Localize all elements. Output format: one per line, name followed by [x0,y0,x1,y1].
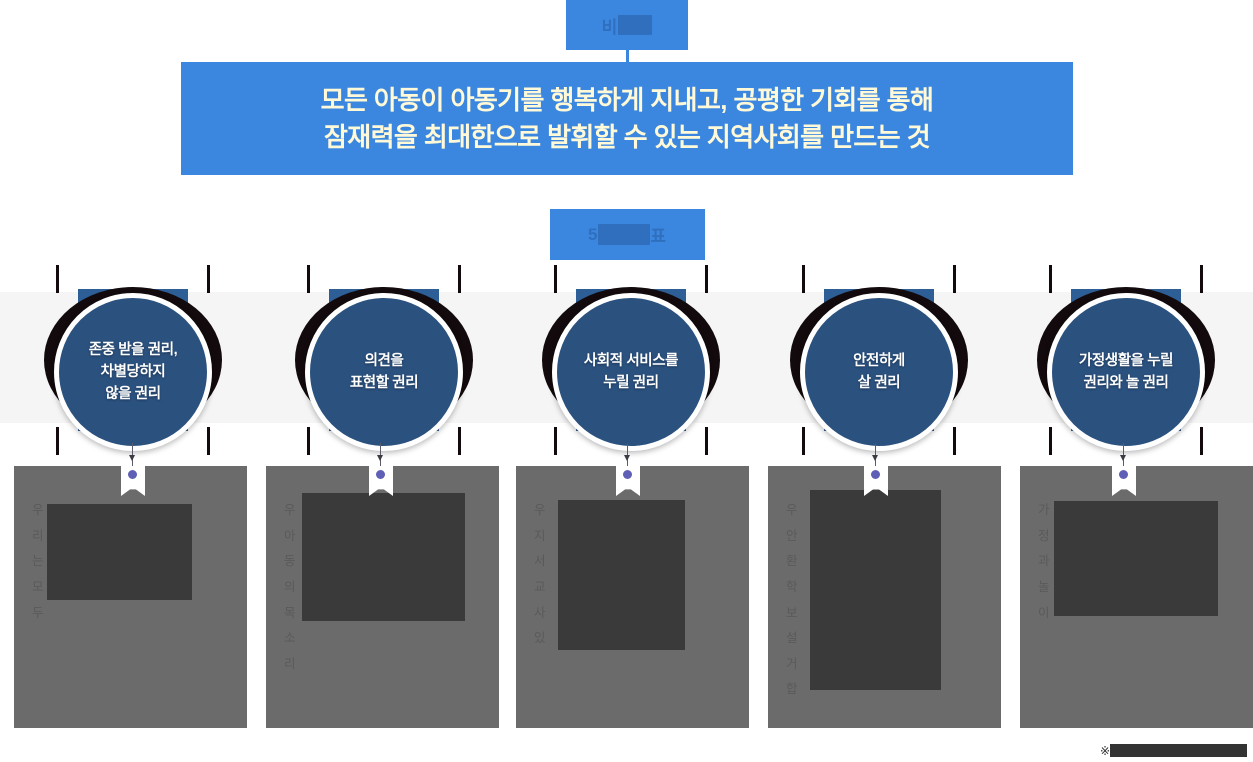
goals-tag-prefix: 5 [587,224,599,244]
goals-tag-suffix: 표 [650,227,668,246]
tick-mark-right [953,265,956,293]
tick-mark-bottom-right [1200,427,1203,455]
pin-dot-icon [376,470,385,479]
goal-circle-1[interactable]: 존중 받을 권리, 차별당하지 않을 권리 [54,293,212,451]
tick-mark-bottom-left [802,427,805,455]
detail-redaction-3 [558,500,685,650]
connector-arrow-3 [624,455,630,461]
connector-arrow-1 [129,455,135,461]
goal-group-3[interactable]: 사회적 서비스를 누릴 권리 [515,265,747,455]
tick-mark-right [458,265,461,293]
tick-mark-right [207,265,210,293]
goal-circle-label: 존중 받을 권리, 차별당하지 않을 권리 [88,341,178,403]
connector-arrow-2 [377,455,383,461]
connector-arrow-5 [1120,455,1126,461]
detail-box-1[interactable]: 우 리 는 모 두 [14,466,247,728]
goals-tag: 5대목표 [550,209,705,260]
tick-mark-bottom-left [307,427,310,455]
detail-redaction-5 [1054,501,1218,616]
detail-text-4: 우 안 환 학 보 설 거 합 [786,503,798,697]
pin-dot-icon [871,470,880,479]
tick-mark-bottom-right [207,427,210,455]
tick-mark-bottom-left [56,427,59,455]
pin-marker-1 [121,466,145,496]
tick-mark-bottom-right [705,427,708,455]
goal-group-4[interactable]: 안전하게 살 권리 [763,265,995,455]
tick-mark-right [1200,265,1203,293]
detail-box-2[interactable]: 우 아 동 의 목 소 리 [266,466,499,728]
goal-circle-5[interactable]: 가정생활을 누릴 권리와 놀 권리 [1047,293,1205,451]
detail-text-2: 우 아 동 의 목 소 리 [284,503,296,671]
detail-text-3: 우 지 서 교 사 있 [534,503,546,646]
goal-circle-label: 사회적 서비스를 누릴 권리 [583,352,679,391]
detail-text-1: 우 리 는 모 두 [32,503,44,620]
vision-banner-line-2: 잠재력을 최대한으로 발휘할 수 있는 지역사회를 만드는 것 [323,121,931,152]
detail-box-3[interactable]: 우 지 서 교 사 있 [516,466,749,728]
vision-banner: 모든 아동이 아동기를 행복하게 지내고, 공평한 기회를 통해 잠재력을 최대… [181,62,1073,175]
pin-dot-icon [1119,470,1128,479]
tick-mark-left [307,265,310,293]
vision-tag-prefix: 비 [601,17,619,37]
vision-tag: 비전 [566,0,688,50]
footnote-redaction: 출처 및 세부 내용은 본문 참조 [1109,744,1247,757]
vision-connector-line [626,50,629,63]
footnote-marker: ※ [1100,744,1110,758]
footnote: ※출처 및 세부 내용은 본문 참조 [1100,744,1247,758]
tick-mark-left [802,265,805,293]
goal-group-5[interactable]: 가정생활을 누릴 권리와 놀 권리 [1010,265,1242,455]
connector-arrow-4 [872,455,878,461]
tick-mark-left [554,265,557,293]
tick-mark-bottom-right [953,427,956,455]
goal-circle-4[interactable]: 안전하게 살 권리 [800,293,958,451]
detail-redaction-1 [47,504,192,600]
goal-circle-label: 가정생활을 누릴 권리와 놀 권리 [1078,352,1174,391]
goal-circle-label: 의견을 표현할 권리 [349,352,419,391]
pin-dot-icon [623,470,632,479]
vision-tag-redaction: 전 [618,15,653,35]
detail-box-5[interactable]: 가 정 과 놀 이 [1020,466,1253,728]
tick-mark-left [56,265,59,293]
tick-mark-bottom-left [1049,427,1052,455]
detail-redaction-4 [810,490,941,690]
tick-mark-bottom-left [554,427,557,455]
goal-circle-2[interactable]: 의견을 표현할 권리 [305,293,463,451]
goals-tag-redaction: 대목 [598,224,651,245]
tick-mark-bottom-right [458,427,461,455]
detail-text-5: 가 정 과 놀 이 [1038,503,1050,620]
vision-banner-line-1: 모든 아동이 아동기를 행복하게 지내고, 공평한 기회를 통해 [320,84,934,115]
pin-dot-icon [128,470,137,479]
detail-box-4[interactable]: 우 안 환 학 보 설 거 합 [768,466,1001,728]
detail-redaction-2 [302,493,465,621]
tick-mark-right [705,265,708,293]
goal-group-2[interactable]: 의견을 표현할 권리 [268,265,500,455]
goal-group-1[interactable]: 존중 받을 권리, 차별당하지 않을 권리 [17,265,249,455]
goal-circle-3[interactable]: 사회적 서비스를 누릴 권리 [552,293,710,451]
goal-circle-label: 안전하게 살 권리 [853,352,905,391]
tick-mark-left [1049,265,1052,293]
